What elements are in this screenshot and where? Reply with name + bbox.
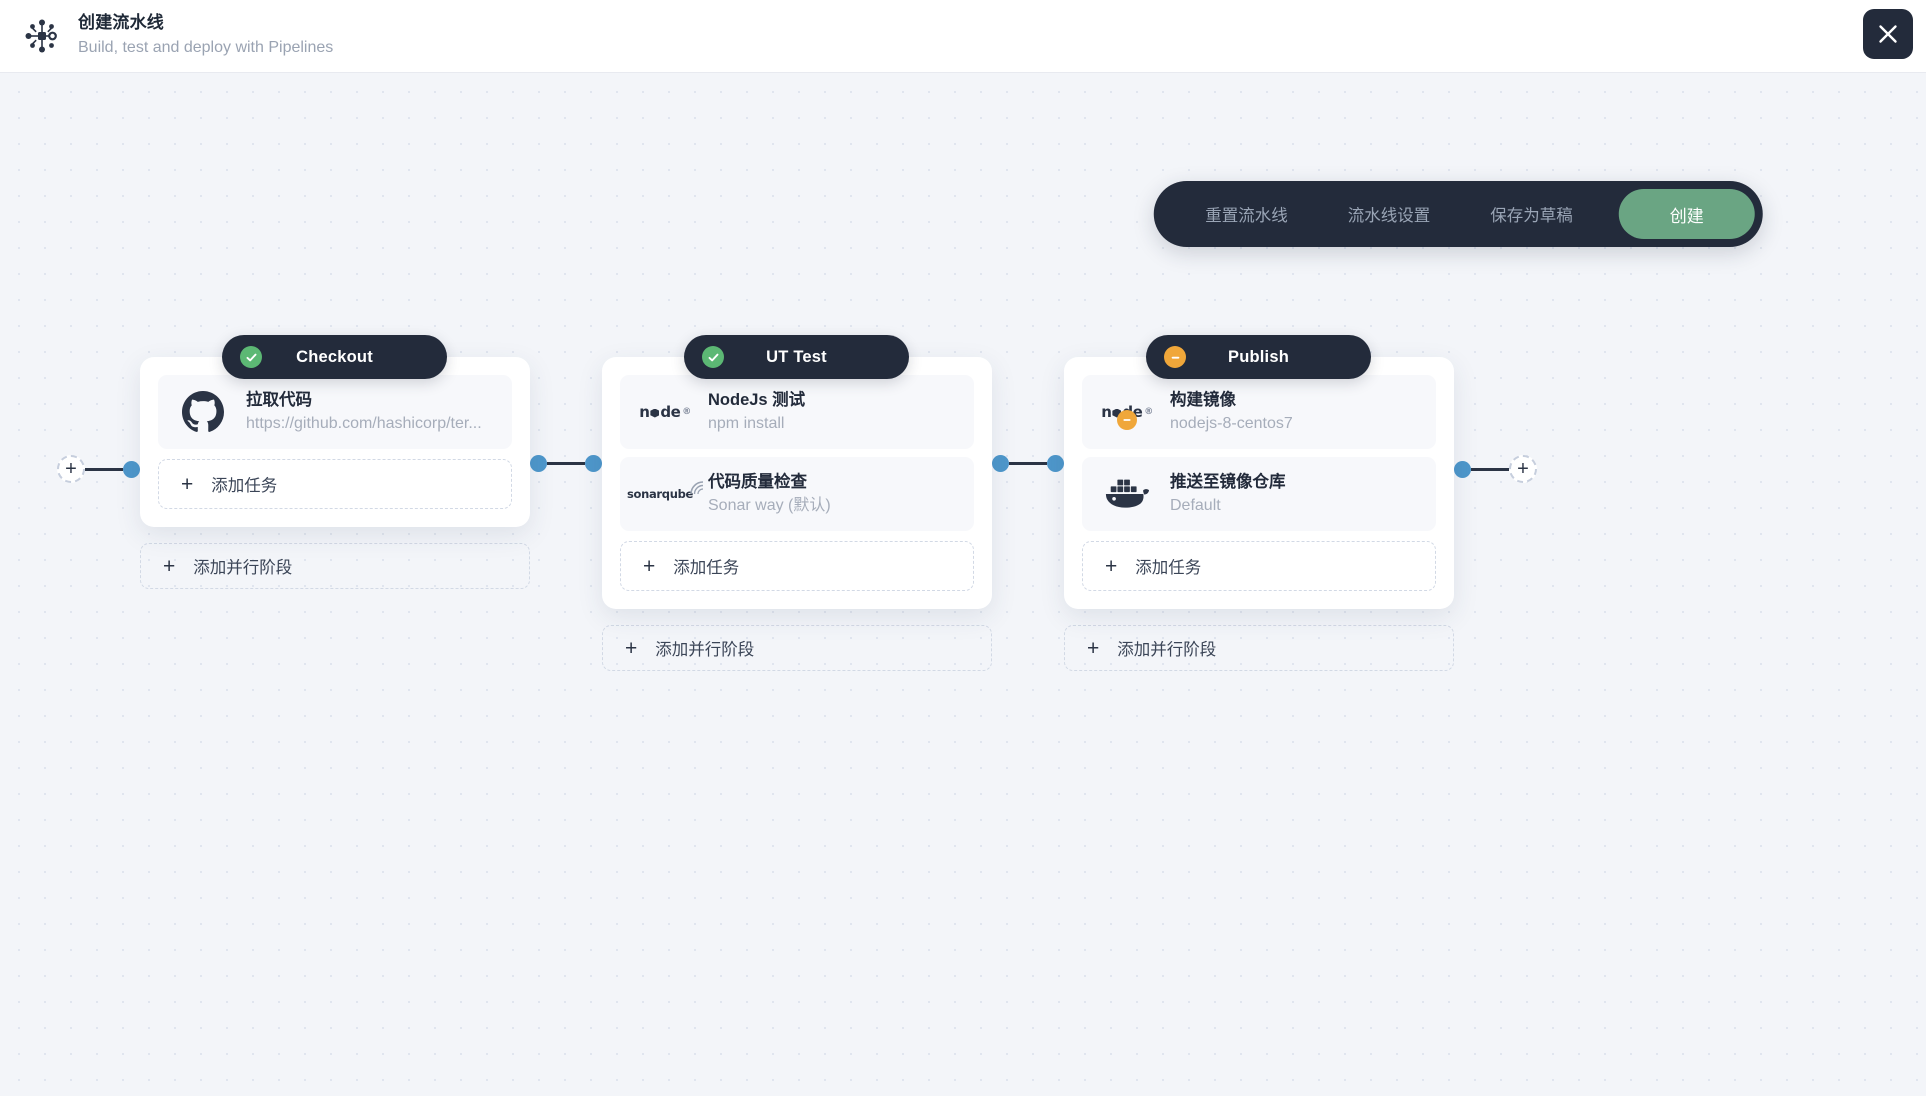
stage-checkout: Checkout 拉取代码 https://github.com/hashico… <box>140 335 530 589</box>
docker-icon <box>1098 476 1156 512</box>
task-subtitle: npm install <box>708 414 785 432</box>
connector-end: + <box>1454 455 1537 483</box>
stage-header-checkout[interactable]: Checkout <box>222 335 447 379</box>
add-parallel-stage-label: 添加并行阶段 <box>193 559 293 577</box>
header-titles: 创建流水线 Build, test and deploy with Pipeli… <box>78 12 333 59</box>
task-text: NodeJs 测试 npm install <box>708 389 805 436</box>
add-task-label: 添加任务 <box>1135 559 1202 577</box>
add-parallel-stage-label: 添加并行阶段 <box>655 641 755 659</box>
stage-header-publish[interactable]: Publish <box>1146 335 1371 379</box>
task-subtitle: nodejs-8-centos7 <box>1170 414 1293 432</box>
page-subtitle: Build, test and deploy with Pipelines <box>78 39 334 57</box>
plus-icon: + <box>625 636 638 660</box>
connector-line <box>1471 467 1509 471</box>
plus-icon: + <box>163 554 176 578</box>
task-title: 拉取代码 <box>246 390 312 409</box>
add-task-label: 添加任务 <box>211 477 278 495</box>
connector-line <box>1009 462 1047 465</box>
sonar-arc-icon <box>690 481 704 495</box>
task-title: 构建镜像 <box>1170 390 1236 409</box>
connector-line <box>547 462 585 465</box>
page-title: 创建流水线 <box>78 13 164 33</box>
stage-card-checkout: 拉取代码 https://github.com/hashicorp/ter...… <box>140 357 530 527</box>
pipeline-hub-icon <box>22 16 62 56</box>
check-circle-icon <box>240 346 262 368</box>
task-row[interactable]: 推送至镜像仓库 Default <box>1082 457 1436 531</box>
minus-circle-icon <box>1164 346 1186 368</box>
reset-pipeline-button[interactable]: 重置流水线 <box>1175 189 1318 239</box>
close-icon <box>1877 23 1899 45</box>
stage-name: UT Test <box>766 347 827 366</box>
stage-header-ut-test[interactable]: UT Test <box>684 335 909 379</box>
task-title: 推送至镜像仓库 <box>1170 472 1286 491</box>
task-row[interactable]: sonarqube 代码质量检查 Sonar way (默认) <box>620 457 974 531</box>
stage-publish: Publish nde® 构建镜像 <box>1064 335 1454 671</box>
add-parallel-stage-button-ut-test[interactable]: + 添加并行阶段 <box>602 625 992 671</box>
connector-uttest-publish <box>992 455 1064 472</box>
task-row[interactable]: nde® 构建镜像 nodejs-8-centos7 <box>1082 375 1436 449</box>
sonarqube-wordmark: sonarqube <box>627 481 704 501</box>
add-parallel-stage-label: 添加并行阶段 <box>1117 641 1217 659</box>
add-stage-end-button[interactable]: + <box>1509 455 1537 483</box>
connector-dot[interactable] <box>585 455 602 472</box>
pipeline-canvas[interactable]: 重置流水线 流水线设置 保存为草稿 创建 + Checkout <box>0 73 1926 1096</box>
connector-dot[interactable] <box>123 460 140 478</box>
app-header: 创建流水线 Build, test and deploy with Pipeli… <box>0 0 1926 73</box>
stage-name: Checkout <box>296 347 373 366</box>
task-subtitle: Sonar way (默认) <box>708 496 831 514</box>
pipeline-settings-button[interactable]: 流水线设置 <box>1318 189 1461 239</box>
add-parallel-stage-button-publish[interactable]: + 添加并行阶段 <box>1064 625 1454 671</box>
task-subtitle: Default <box>1170 496 1221 514</box>
plus-icon: + <box>643 554 656 578</box>
add-task-button-publish[interactable]: + 添加任务 <box>1082 541 1436 591</box>
check-circle-icon <box>702 346 724 368</box>
github-icon <box>174 391 232 433</box>
pipeline-graph: + Checkout <box>0 335 1926 671</box>
task-subtitle: https://github.com/hashicorp/ter... <box>246 414 482 432</box>
task-text: 构建镜像 nodejs-8-centos7 <box>1170 389 1293 436</box>
add-task-button-checkout[interactable]: + 添加任务 <box>158 459 512 509</box>
plus-icon: + <box>1517 458 1529 480</box>
connector-dot[interactable] <box>1454 460 1471 478</box>
plus-icon: + <box>1087 636 1100 660</box>
plus-icon: + <box>181 472 194 496</box>
save-draft-button[interactable]: 保存为草稿 <box>1460 189 1603 239</box>
connector-line <box>85 467 123 471</box>
add-parallel-stage-button-checkout[interactable]: + 添加并行阶段 <box>140 543 530 589</box>
task-text: 代码质量检查 Sonar way (默认) <box>708 471 831 518</box>
task-title: 代码质量检查 <box>708 472 807 491</box>
task-row[interactable]: 拉取代码 https://github.com/hashicorp/ter... <box>158 375 512 449</box>
connector-start: + <box>0 455 140 483</box>
add-task-label: 添加任务 <box>673 559 740 577</box>
connector-dot[interactable] <box>1047 455 1064 472</box>
stage-name: Publish <box>1228 347 1289 366</box>
sonarqube-icon: sonarqube <box>627 481 704 501</box>
plus-icon: + <box>65 458 77 480</box>
task-text: 拉取代码 https://github.com/hashicorp/ter... <box>246 389 482 436</box>
plus-icon: + <box>1105 554 1118 578</box>
task-text: 推送至镜像仓库 Default <box>1170 471 1286 518</box>
add-task-button-ut-test[interactable]: + 添加任务 <box>620 541 974 591</box>
close-button[interactable] <box>1863 9 1913 59</box>
add-stage-start-button[interactable]: + <box>57 455 85 483</box>
minus-circle-icon <box>1117 410 1137 430</box>
connector-dot[interactable] <box>992 455 1009 472</box>
connector-checkout-uttest <box>530 455 602 472</box>
connector-dot[interactable] <box>530 455 547 472</box>
create-button[interactable]: 创建 <box>1618 189 1755 239</box>
pipeline-toolbar: 重置流水线 流水线设置 保存为草稿 创建 <box>1153 181 1763 247</box>
stage-card-publish: nde® 构建镜像 nodejs-8-centos7 <box>1064 357 1454 609</box>
task-title: NodeJs 测试 <box>708 390 806 409</box>
nodejs-icon: nde® <box>1098 403 1156 430</box>
